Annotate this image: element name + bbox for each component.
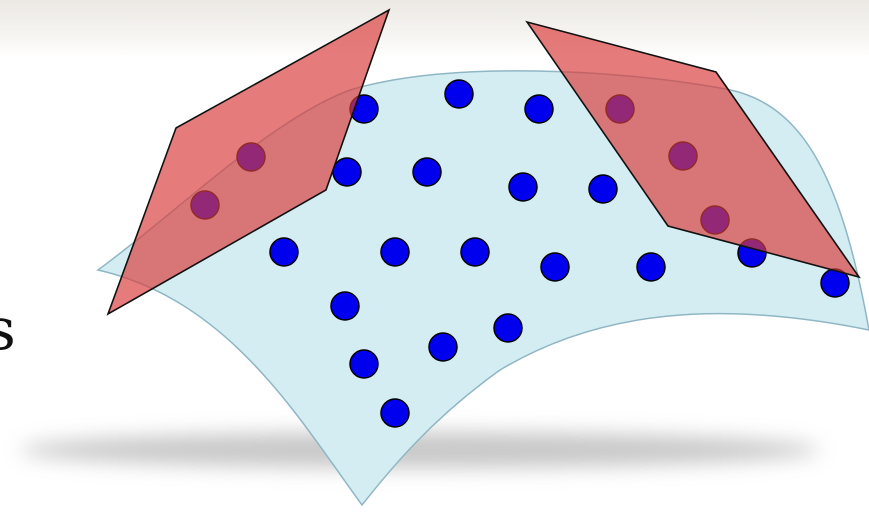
sample-point xyxy=(461,238,489,266)
sample-point xyxy=(270,238,298,266)
sample-point xyxy=(525,95,553,123)
sample-point xyxy=(381,238,409,266)
sample-point xyxy=(509,173,537,201)
sample-point xyxy=(331,292,359,320)
sample-point xyxy=(541,253,569,281)
sample-point xyxy=(381,399,409,427)
sample-point xyxy=(494,314,522,342)
sample-point xyxy=(445,80,473,108)
sample-point xyxy=(413,158,441,186)
sample-point xyxy=(333,158,361,186)
sample-point xyxy=(637,253,665,281)
sample-point xyxy=(429,333,457,361)
sample-point xyxy=(589,175,617,203)
sample-point xyxy=(350,350,378,378)
